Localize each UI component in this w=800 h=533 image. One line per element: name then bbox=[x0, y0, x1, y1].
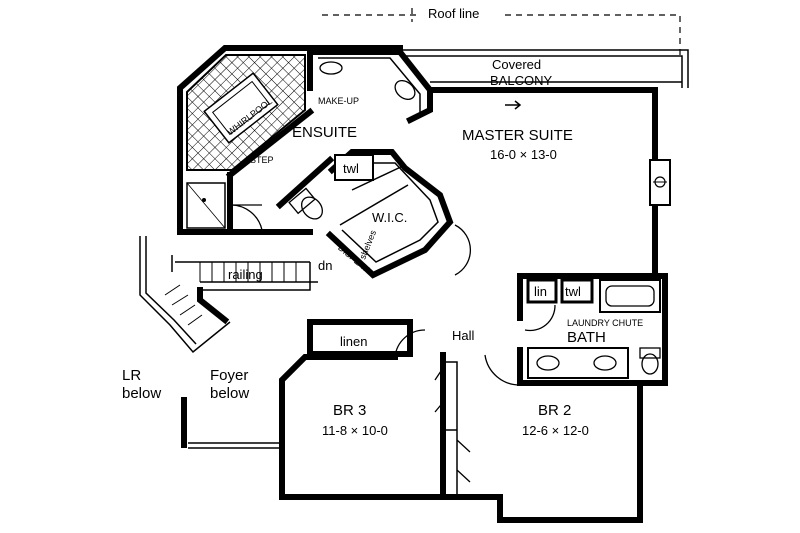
step-label: STEP bbox=[250, 155, 274, 165]
foyer-below-label-1: Foyer bbox=[210, 367, 248, 384]
bath bbox=[517, 273, 668, 386]
lr-below-label-2: below bbox=[122, 385, 161, 402]
br3-label: BR 3 bbox=[333, 402, 366, 419]
balcony-label: BALCONY bbox=[490, 73, 552, 88]
ensuite-toilet bbox=[275, 155, 335, 220]
hall-label: Hall bbox=[452, 328, 475, 343]
roof-line bbox=[322, 8, 681, 60]
balcony-arrow bbox=[505, 100, 522, 110]
railing-label: railing bbox=[228, 267, 263, 282]
master-window bbox=[649, 159, 671, 206]
twl-label-bath: twl bbox=[565, 284, 581, 299]
foyer-below-label-2: below bbox=[210, 385, 249, 402]
twl-label-wic: twl bbox=[343, 161, 359, 176]
whirlpool-tub: WHIRLPOOL bbox=[186, 54, 306, 171]
shelves-label: shelves bbox=[357, 228, 378, 261]
master-suite-dims: 16-0 × 13-0 bbox=[490, 147, 557, 162]
shower bbox=[186, 182, 226, 229]
vanity bbox=[319, 61, 416, 101]
bedroom-closets bbox=[434, 361, 471, 498]
balcony bbox=[400, 49, 689, 88]
br2-label: BR 2 bbox=[538, 402, 571, 419]
br3-dims: 11-8 × 10-0 bbox=[322, 423, 388, 438]
dn-label: dn bbox=[318, 258, 332, 273]
ensuite-walls bbox=[225, 45, 433, 235]
ensuite-door bbox=[229, 204, 263, 231]
lin-label: lin bbox=[534, 284, 547, 299]
ensuite-label: ENSUITE bbox=[292, 124, 357, 141]
covered-label: Covered bbox=[492, 57, 541, 72]
br2-door bbox=[484, 350, 521, 386]
roof-line-label: Roof line bbox=[428, 6, 479, 21]
linen-closet bbox=[307, 319, 426, 358]
make-up-label: MAKE-UP bbox=[318, 96, 359, 106]
staircase bbox=[139, 236, 318, 354]
walk-in-closet bbox=[325, 149, 471, 279]
foyer-below-opening bbox=[181, 397, 282, 449]
laundry-chute-label: LAUNDRY CHUTE bbox=[567, 318, 643, 328]
br2-dims: 12-6 × 12-0 bbox=[522, 423, 589, 438]
wic-label: W.I.C. bbox=[372, 210, 407, 225]
master-suite-label: MASTER SUITE bbox=[462, 127, 573, 144]
linen-label: linen bbox=[340, 334, 367, 349]
bath-label: BATH bbox=[567, 329, 606, 346]
lr-below-label-1: LR bbox=[122, 367, 141, 384]
